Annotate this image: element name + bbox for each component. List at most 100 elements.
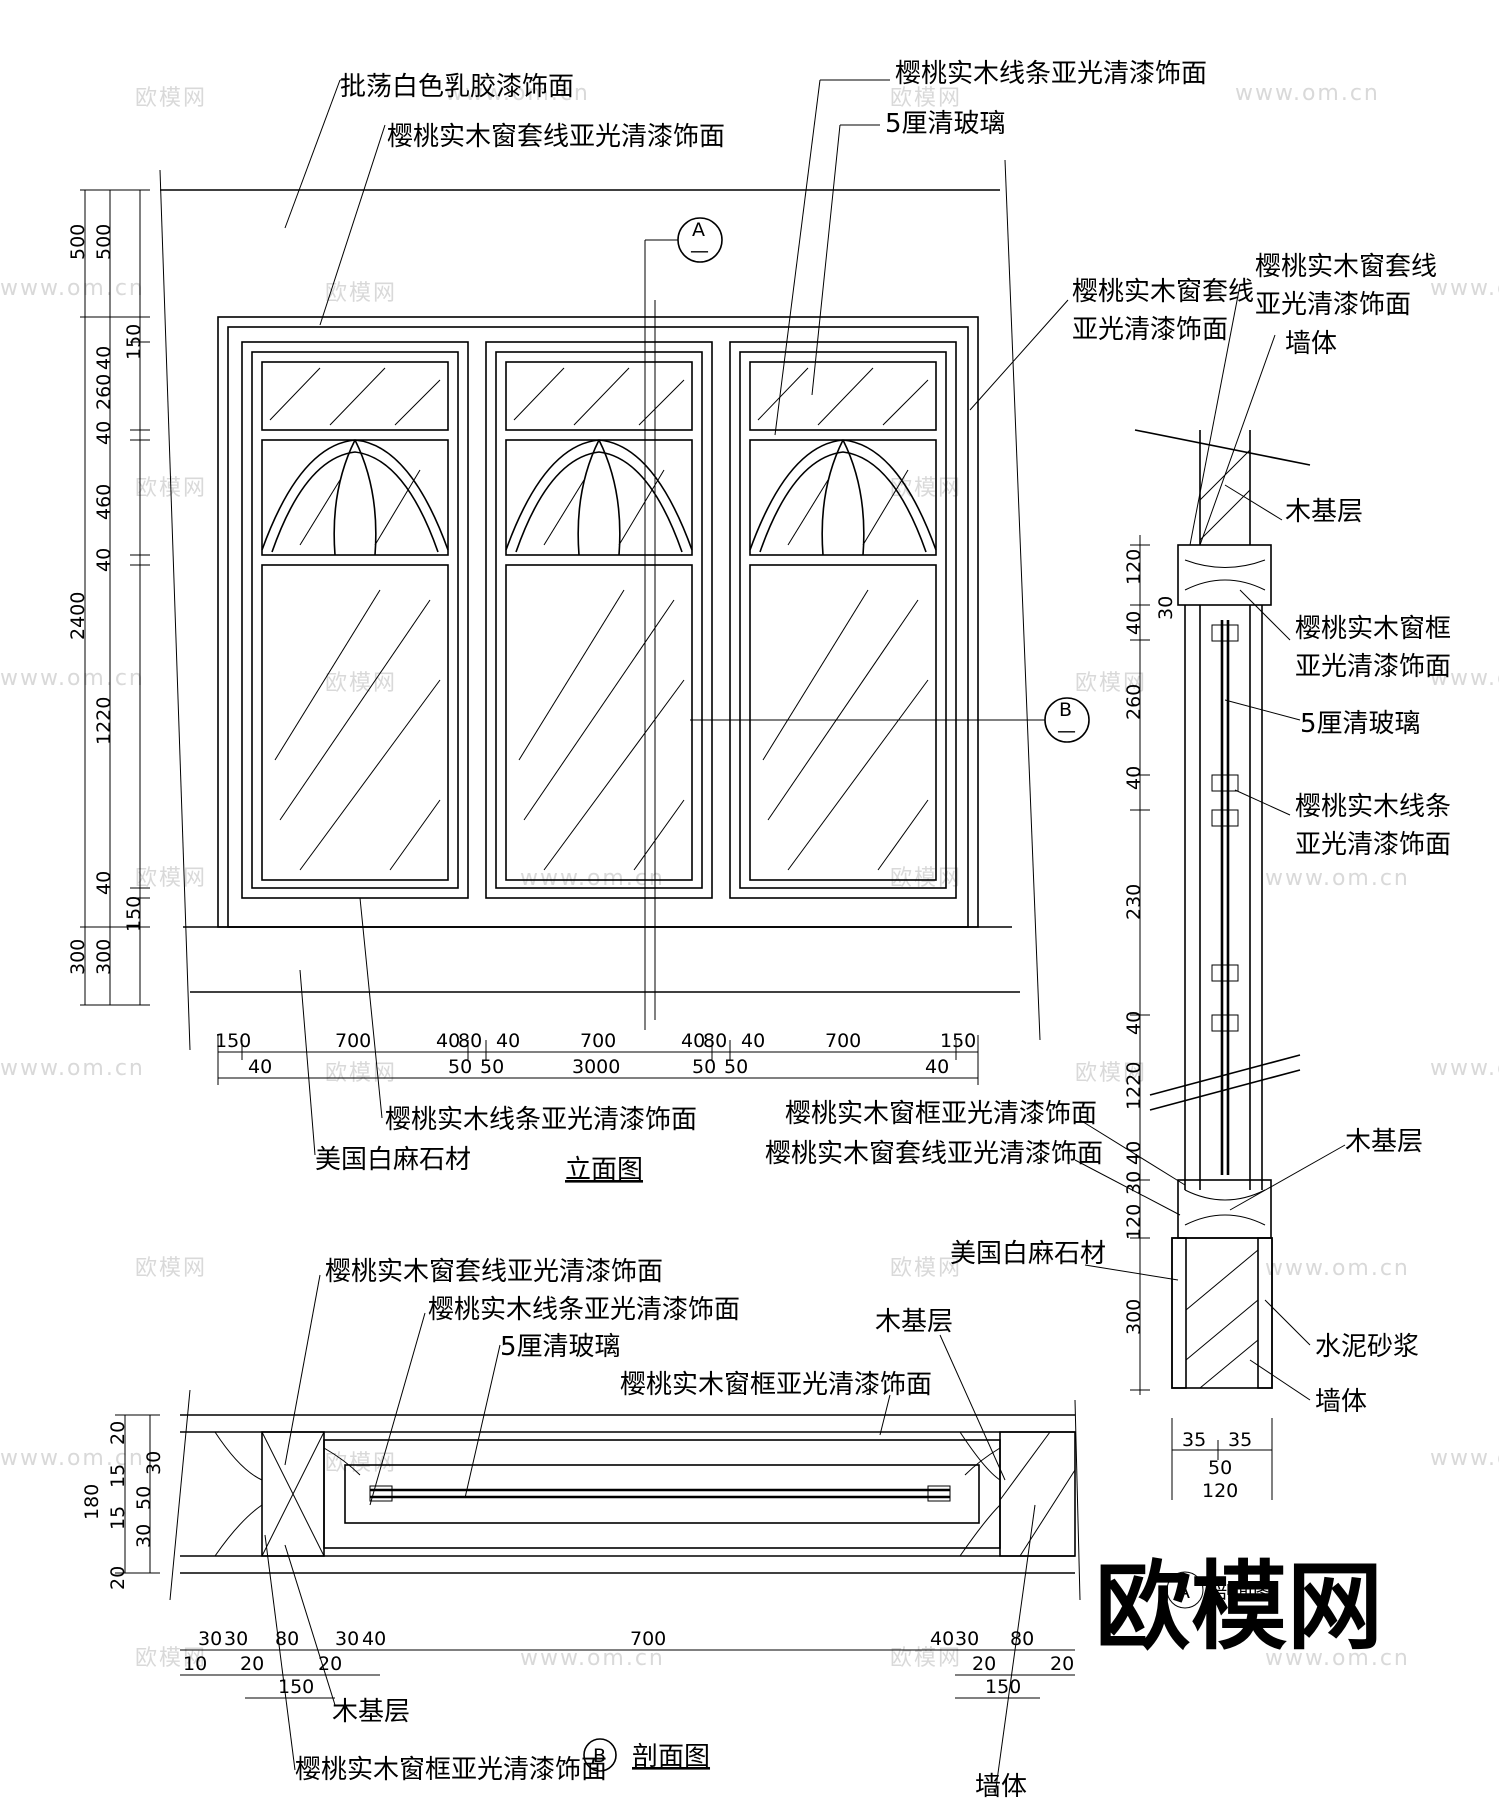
dim-bottom-bottom: 50 (480, 1056, 504, 1078)
plan-section-marker-letter: B (593, 1745, 606, 1767)
plan-dim-bottom-left: 30 (224, 1628, 248, 1650)
watermark-brand: 欧模网 (135, 86, 207, 111)
plan-dim-left: 15 (107, 1464, 129, 1488)
plan-label-strip: 樱桃实木线条亚光清漆饰面 (428, 1295, 740, 1325)
watermark-brand: 欧模网 (1075, 671, 1147, 696)
side-section-view: 樱桃实木窗套线 亚光清漆饰面 墙体 木基层 樱桃实木窗框 亚光清漆饰面 5厘清玻… (765, 252, 1451, 1502)
side-label-wood-base: 木基层 (1285, 497, 1363, 527)
dim-bottom-bottom: 40 (925, 1056, 949, 1078)
watermark-brand: 欧模网 (135, 1256, 207, 1281)
label-strip-top: 樱桃实木线条亚光清漆饰面 (895, 59, 1207, 89)
side-dim: 230 (1123, 884, 1145, 920)
plan-dim-left: 50 (133, 1486, 155, 1510)
plan-dim-bottom-left: 10 (183, 1653, 207, 1675)
watermark-site: www.om.cn (1265, 866, 1410, 891)
watermark-site: www.om.cn (1265, 1256, 1410, 1281)
watermark-site: www.om.cn (0, 276, 145, 301)
dim-left-inner: 300 (93, 939, 115, 975)
label-glass-top: 5厘清玻璃 (885, 109, 1006, 139)
side-dim: 120 (1123, 549, 1145, 585)
side-dim: 300 (1123, 1299, 1145, 1335)
watermark-brand: 欧模网 (1075, 1061, 1147, 1086)
label-stone: 美国白麻石材 (315, 1145, 471, 1175)
side-label-strip-2: 亚光清漆饰面 (1295, 830, 1451, 860)
side-dim-ticks (1130, 544, 1150, 1391)
dim-left-inner: 150 (123, 324, 145, 360)
window-sash-middle (485, 341, 713, 899)
plan-label-wall: 墙体 (975, 1772, 1027, 1800)
plan-label-glass: 5厘清玻璃 (500, 1332, 621, 1362)
watermark-site: www.om.cn (1430, 276, 1499, 301)
dim-left-inner: 40 (93, 548, 115, 572)
section-marker-a-sub: — (690, 240, 709, 262)
watermark-site: www.om.cn (520, 866, 665, 891)
watermark-brand: 欧模网 (135, 866, 207, 891)
frame-body (323, 1439, 1001, 1549)
side-dim: 30 (1123, 1171, 1145, 1195)
dim-left-inner: 40 (93, 421, 115, 445)
plan-dim-bottom-right: 40 (930, 1628, 954, 1650)
watermark-overlay-text: 剖面图 (1215, 1581, 1272, 1603)
plan-dim-bottom-right: 30 (955, 1628, 979, 1650)
label-wall-paint: 批荡白色乳胶漆饰面 (340, 72, 574, 102)
plan-section-title: 剖面图 (632, 1742, 710, 1772)
watermark-site: www.om.cn (1265, 1646, 1410, 1671)
plan-dim-left: 180 (81, 1484, 103, 1520)
right-jamb (999, 1431, 1076, 1557)
side-label-frame-full: 樱桃实木窗框亚光清漆饰面 (785, 1099, 1097, 1129)
plan-dim-bottom-left: 20 (318, 1653, 342, 1675)
side-dim: 260 (1123, 684, 1145, 720)
side-dim-bottom: 35 (1228, 1429, 1252, 1451)
watermark-brand: 欧模网 (325, 671, 397, 696)
watermark-site: www.om.cn (0, 1056, 145, 1081)
watermark-site: www.om.cn (0, 666, 145, 691)
window-casing-inner (227, 326, 969, 928)
side-label-casing-1: 樱桃实木窗套线 (1255, 252, 1437, 282)
plan-dim-left: 30 (133, 1524, 155, 1548)
side-label-strip-1: 樱桃实木线条 (1295, 792, 1451, 822)
dim-bottom-bottom: 40 (248, 1056, 272, 1078)
side-label-frame-2: 亚光清漆饰面 (1295, 652, 1451, 682)
plan-dim-bottom-right: 20 (972, 1653, 996, 1675)
plan-dim-bottom-left: 20 (240, 1653, 264, 1675)
dim-ticks-left (80, 189, 150, 1006)
dim-bottom-top: 150 (215, 1030, 251, 1052)
window-sash-left (241, 341, 469, 899)
plan-label-casing: 樱桃实木窗套线亚光清漆饰面 (325, 1257, 663, 1287)
side-label-glass: 5厘清玻璃 (1300, 709, 1421, 739)
dim-left-outer: 300 (67, 939, 89, 975)
plan-dim-left: 20 (107, 1421, 129, 1445)
watermark-site: www.om.cn (0, 1446, 145, 1471)
watermark-brand: 欧模网 (325, 281, 397, 306)
watermark-site: www.om.cn (1430, 1056, 1499, 1081)
plan-dim-bottom-left: 40 (362, 1628, 386, 1650)
dim-left-inner: 40 (93, 871, 115, 895)
plan-dim-bottom-left: 30 (198, 1628, 222, 1650)
dim-bottom-top: 80 (458, 1030, 482, 1052)
side-dim: 120 (1123, 1204, 1145, 1240)
watermark-brand: 欧模网 (325, 1451, 397, 1476)
side-dim-bottom: 35 (1182, 1429, 1206, 1451)
label-strip-bottom: 樱桃实木线条亚光清漆饰面 (385, 1105, 697, 1135)
mullion-beads (1211, 624, 1239, 1032)
plan-dim-bottom-right: 150 (985, 1676, 1021, 1698)
side-dim: 40 (1123, 611, 1145, 635)
label-casing-right-2: 亚光清漆饰面 (1072, 315, 1228, 345)
section-marker-b-letter: B (1059, 699, 1072, 721)
dim-bottom-top: 700 (580, 1030, 616, 1052)
label-casing-top: 樱桃实木窗套线亚光清漆饰面 (387, 122, 725, 152)
dim-left-inner: 40 (93, 346, 115, 370)
dim-bottom-top: 80 (703, 1030, 727, 1052)
plan-dim-center: 700 (630, 1628, 666, 1650)
dim-bottom-bottom: 50 (692, 1056, 716, 1078)
side-dim: 40 (1123, 1011, 1145, 1035)
side-label-stone: 美国白麻石材 (950, 1239, 1106, 1269)
dim-left-outer: 2400 (67, 592, 89, 640)
window-casing-outer (217, 316, 979, 928)
plan-section-marker (583, 1738, 617, 1772)
side-dim-bottom: 120 (1202, 1480, 1238, 1502)
head-casing (1177, 544, 1272, 606)
plan-dim-bottom-right: 80 (1010, 1628, 1034, 1650)
plan-dim-left: 20 (107, 1566, 129, 1590)
